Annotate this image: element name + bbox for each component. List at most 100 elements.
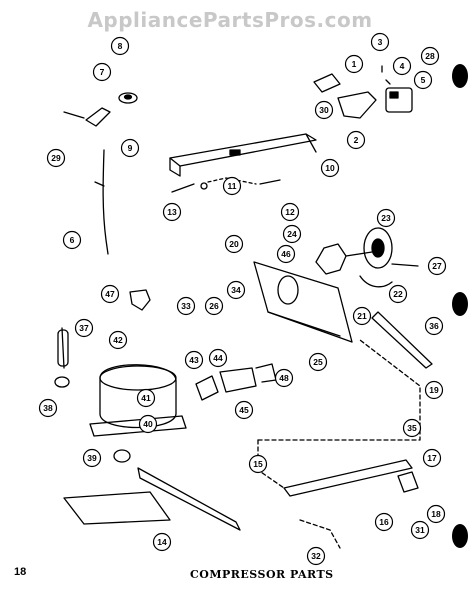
callout-label: 2 <box>354 135 359 145</box>
callout-21: 21 <box>352 306 372 326</box>
callout-label: 8 <box>118 41 123 51</box>
callout-label: 40 <box>143 419 153 429</box>
callout-35: 35 <box>402 418 422 438</box>
callout-circle <box>410 520 430 540</box>
callout-29: 29 <box>46 148 66 168</box>
callout-label: 27 <box>432 261 442 271</box>
page-number: 18 <box>14 566 27 578</box>
callout-circle <box>224 234 244 254</box>
callout-circle <box>392 56 412 76</box>
callout-label: 12 <box>285 207 295 217</box>
part-rail-10 <box>169 133 317 167</box>
part-fan-motor-23 <box>363 227 393 269</box>
callout-circle <box>234 400 254 420</box>
callout-label: 28 <box>425 51 435 61</box>
callout-1: 1 <box>344 54 364 74</box>
callout-label: 36 <box>429 321 439 331</box>
callout-4: 4 <box>392 56 412 76</box>
watermark-text: AppliancePartsPros.com <box>87 8 373 32</box>
callout-32: 32 <box>306 546 326 566</box>
callout-circle <box>120 138 140 158</box>
callout-13: 13 <box>162 202 182 222</box>
callout-label: 14 <box>157 537 167 547</box>
callout-label: 9 <box>128 143 133 153</box>
callout-label: 41 <box>141 393 151 403</box>
callout-circle <box>100 284 120 304</box>
callout-label: 29 <box>51 153 61 163</box>
callout-28: 28 <box>420 46 440 66</box>
callout-label: 46 <box>281 249 291 259</box>
part-47 <box>129 289 151 311</box>
callout-34: 34 <box>226 280 246 300</box>
callout-6: 6 <box>62 230 82 250</box>
callout-label: 45 <box>239 405 249 415</box>
callout-43: 43 <box>184 350 204 370</box>
part-clip-48 <box>255 363 277 383</box>
callout-20: 20 <box>224 234 244 254</box>
callout-circle <box>308 352 328 372</box>
callout-label: 33 <box>181 301 191 311</box>
callout-11: 11 <box>222 176 242 196</box>
callout-33: 33 <box>176 296 196 316</box>
callout-26: 26 <box>204 296 224 316</box>
callout-label: 31 <box>415 525 425 535</box>
callout-circle <box>422 448 442 468</box>
callout-label: 42 <box>113 335 123 345</box>
part-grommet-39 <box>54 376 70 388</box>
callout-circle <box>62 230 82 250</box>
part-clip-22 <box>359 275 393 288</box>
callout-label: 38 <box>43 403 53 413</box>
callout-label: 35 <box>407 423 417 433</box>
callout-38: 38 <box>38 398 58 418</box>
callout-48: 48 <box>274 368 294 388</box>
callout-circle <box>92 62 112 82</box>
callout-label: 1 <box>352 59 357 69</box>
part-rod-9 <box>102 149 109 255</box>
callout-circle <box>136 388 156 408</box>
callout-25: 25 <box>308 352 328 372</box>
callout-23: 23 <box>376 208 396 228</box>
callout-label: 18 <box>431 509 441 519</box>
callout-circle <box>426 504 446 524</box>
callout-circle <box>226 280 246 300</box>
callout-circle <box>427 256 447 276</box>
part-bracket-15 <box>283 459 413 497</box>
callout-circle <box>274 368 294 388</box>
callout-label: 22 <box>393 289 403 299</box>
callout-circle <box>402 418 422 438</box>
callout-circle <box>108 330 128 350</box>
callout-circle <box>82 448 102 468</box>
callout-label: 23 <box>381 213 391 223</box>
part-foot-38 <box>113 449 131 463</box>
callout-label: 3 <box>378 37 383 47</box>
callout-circle <box>370 32 390 52</box>
callout-label: 13 <box>167 207 177 217</box>
callout-36: 36 <box>424 316 444 336</box>
callout-circle <box>413 70 433 90</box>
callout-37: 37 <box>74 318 94 338</box>
callout-label: 4 <box>400 61 405 71</box>
callout-circle <box>276 244 296 264</box>
callout-2: 2 <box>346 130 366 150</box>
callout-circle <box>280 202 300 222</box>
callout-circle <box>346 130 366 150</box>
callout-19: 19 <box>424 380 444 400</box>
part-43 <box>195 375 219 401</box>
callout-circle <box>352 306 372 326</box>
callout-47: 47 <box>100 284 120 304</box>
callout-circle <box>110 36 130 56</box>
callout-31: 31 <box>410 520 430 540</box>
callout-label: 44 <box>213 353 223 363</box>
callout-circle <box>376 208 396 228</box>
callout-label: 10 <box>325 163 335 173</box>
part-capacitor-37 <box>61 327 65 369</box>
callout-14: 14 <box>152 532 172 552</box>
callout-39: 39 <box>82 448 102 468</box>
callout-label: 26 <box>209 301 219 311</box>
callout-circle <box>38 398 58 418</box>
callout-circle <box>388 284 408 304</box>
part-overload-45 <box>219 367 257 393</box>
callout-label: 25 <box>313 357 323 367</box>
callout-label: 21 <box>357 311 367 321</box>
